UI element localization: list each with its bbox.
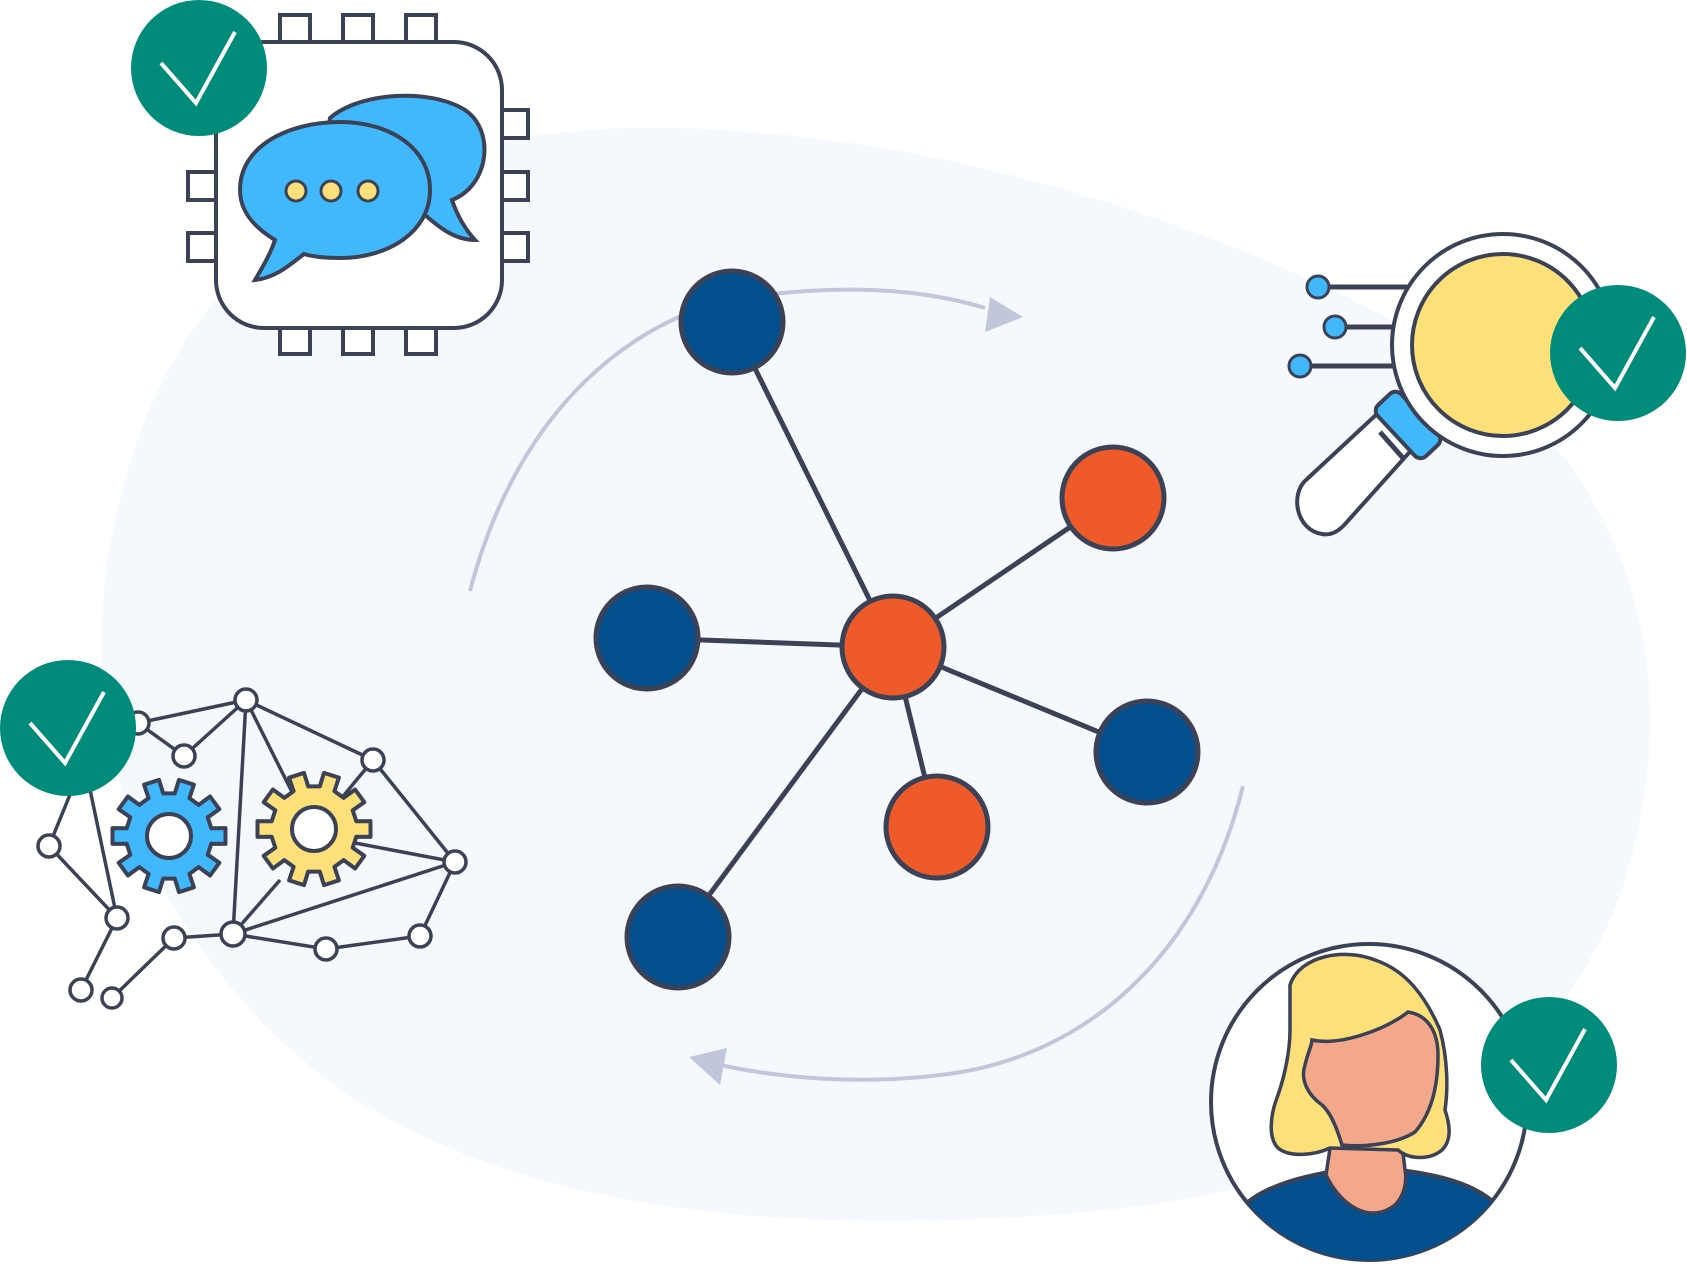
check-badge-gears — [0, 660, 136, 796]
gears-network-icon — [36, 687, 468, 1010]
node-left — [593, 584, 701, 692]
cycle-arrow-bottom — [689, 785, 1245, 1085]
node-bottom — [883, 773, 991, 881]
check-badge-chat — [131, 0, 267, 136]
gear-yellow-hole — [290, 805, 338, 853]
blue-gear-icon — [110, 777, 228, 895]
node-right — [1093, 698, 1201, 806]
check-badge-magnifier — [1550, 285, 1686, 421]
center-network — [593, 268, 1201, 991]
avatar-face — [1301, 1010, 1440, 1148]
node-upper-right — [1059, 444, 1167, 552]
check-badge-person — [1481, 997, 1617, 1133]
node-bottom-left — [624, 883, 732, 991]
edge-top — [729, 320, 896, 649]
node-top — [678, 268, 786, 376]
person-avatar-icon — [1209, 942, 1529, 1262]
magnifier-search-icon — [1287, 232, 1616, 537]
chat-chip-icon — [186, 13, 530, 356]
edge-bottom-left — [675, 645, 896, 939]
gear-blue-hole — [145, 812, 193, 860]
yellow-gear-icon — [255, 770, 373, 888]
hub-node — [839, 593, 947, 701]
